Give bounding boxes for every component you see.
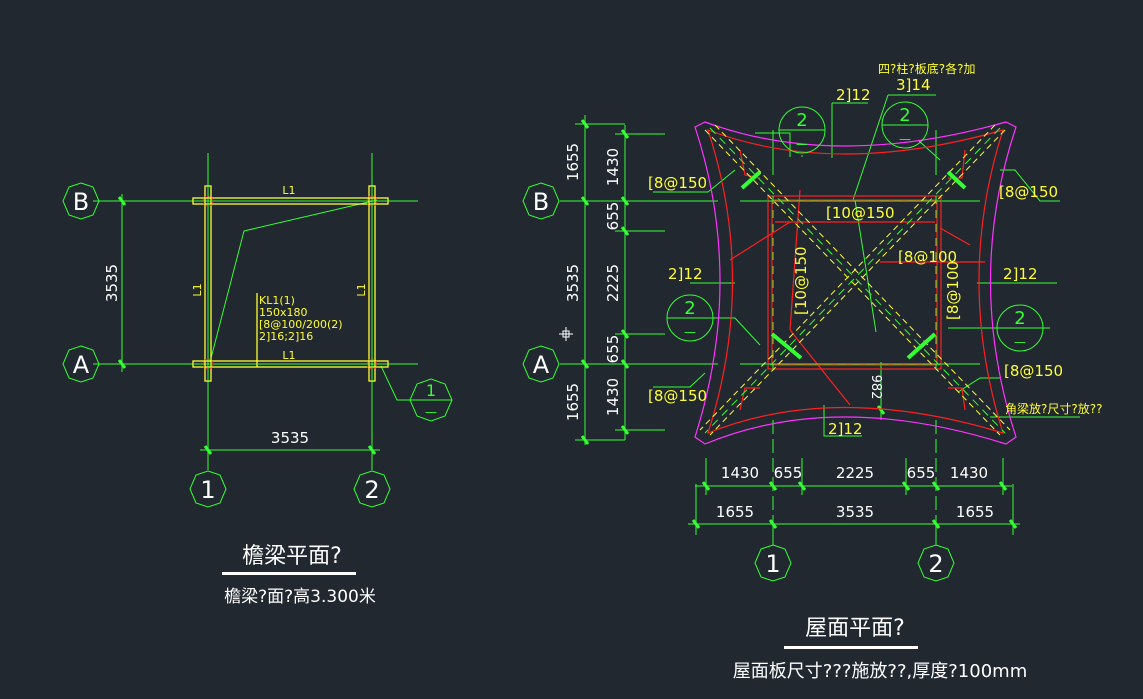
axis-label-1: 1 — [200, 476, 215, 504]
beam-annotation-line: KL1(1) — [259, 294, 295, 307]
beam-annotation-line: 150x180 — [259, 306, 308, 319]
dim-v-outer: 3535 — [564, 264, 582, 302]
axis-label-1: 1 — [765, 550, 780, 578]
dim-v-inner: 655 — [604, 202, 622, 231]
rebar-inner — [729, 149, 985, 411]
corner-note: 角梁放?尺寸?放?? — [1005, 401, 1102, 416]
dim-h-inner: 655 — [774, 464, 803, 482]
beam-label-left: L1 — [191, 283, 204, 296]
section-number-1: 1 — [426, 381, 436, 400]
label-8-150-bl: [8@150 — [648, 387, 707, 405]
right-axis-bubbles — [522, 101, 1044, 582]
dim-h-outer: 3535 — [836, 503, 874, 521]
dim-h-outer: 1655 — [716, 503, 754, 521]
section-number-2: 2 — [796, 110, 807, 131]
dim-v-inner: 1430 — [604, 378, 622, 416]
section-bubble-1 — [409, 378, 453, 422]
left-beam-centers — [193, 186, 388, 381]
axis-label-a: A — [533, 351, 550, 379]
dim-v-outer: 1655 — [564, 143, 582, 181]
beam-label-right: L1 — [355, 283, 368, 296]
diagonal-centers — [704, 127, 1006, 434]
axis-label-a: A — [73, 351, 90, 379]
section-numbers: 2 — 2 — 2 — 2 — — [684, 105, 1026, 349]
right-title-underline — [784, 646, 918, 649]
label-8-150-tr: [8@150 — [999, 183, 1058, 201]
right-subtitle: 屋面板尺寸???施放??,厚度?100mm — [733, 661, 1027, 682]
section-number-2: 2 — [899, 105, 910, 126]
label-8-150-br: [8@150 — [1004, 362, 1063, 380]
axis-bubble-a — [522, 345, 560, 383]
label-10-150-left: [10@150 — [792, 246, 810, 315]
dim-v-inner: 2225 — [604, 264, 622, 302]
beam-label-top: L1 — [282, 184, 295, 197]
label-2-12-left: 2]12 — [668, 265, 702, 283]
axis-label-2: 2 — [928, 550, 943, 578]
dim-h-outer: 1655 — [956, 503, 994, 521]
right-dims-vertical: 1655 3535 1655 1430 655 2225 655 1430 — [564, 143, 622, 421]
axis-label-b: B — [73, 188, 89, 216]
label-10-150-top: [10@150 — [826, 204, 895, 222]
left-dim-vertical: 3535 — [103, 264, 121, 302]
right-dims-horizontal: 1430 655 2225 655 1430 1655 3535 1655 98… — [716, 375, 994, 521]
axis-bubble-a — [62, 345, 100, 383]
axis-bubble-1 — [189, 470, 227, 508]
section-sub-2: — — [684, 325, 696, 339]
beam-annotation-line: 2]16;2]16 — [259, 330, 313, 343]
section-sub-2: — — [796, 137, 808, 151]
axis-bubble-2 — [353, 470, 391, 508]
beam-annotation: KL1(1) 150x180 [8@100/200(2) 2]16;2]16 — [259, 294, 343, 343]
label-2-12-right: 2]12 — [1003, 265, 1037, 283]
left-axis-bubbles — [62, 182, 453, 508]
dim-982: 982 — [868, 375, 883, 400]
left-subtitle: 檐梁?面?高3.300米 — [224, 587, 376, 607]
axis-label-2: 2 — [364, 476, 379, 504]
label-8-150-tl: [8@150 — [648, 174, 707, 192]
dim-h-inner: 1430 — [950, 464, 988, 482]
label-2-12-bottom: 2]12 — [828, 420, 862, 438]
section-sub-2: — — [899, 132, 911, 146]
label-2-12-top: 2]12 — [836, 86, 870, 104]
beam-label-bottom: L1 — [282, 349, 295, 362]
axis-bubble-1 — [754, 544, 792, 582]
section-number-2: 2 — [1014, 308, 1025, 329]
left-plan: B A 1 2 1 — 3535 3535 L1 L1 L1 L1 KL1(1)… — [62, 153, 453, 607]
axis-bubble-b — [522, 182, 560, 220]
axis-bubble-b — [62, 182, 100, 220]
beam-annotation-line: [8@100/200(2) — [259, 318, 343, 331]
rebar-labels: 四?柱?板底?各?加 3]14 2]12 2]12 2]12 2]12 [8@1… — [648, 61, 1102, 438]
left-title-underline — [222, 572, 356, 575]
right-plan: B A 1 2 2 — 2 — 2 — 2 — 1655 3535 1655 1… — [522, 61, 1102, 682]
section-number-2: 2 — [684, 298, 695, 319]
right-title: 屋面平面? — [805, 616, 905, 641]
label-8-100-center: [8@100 — [898, 248, 957, 266]
dim-v-inner: 1430 — [604, 148, 622, 186]
dim-v-outer: 1655 — [564, 383, 582, 421]
dim-h-inner: 1430 — [721, 464, 759, 482]
right-axis-lines — [560, 94, 1080, 545]
label-8-100-right: [8@100 — [944, 261, 962, 320]
dim-v-inner: 655 — [604, 335, 622, 364]
left-dim-horizontal: 3535 — [271, 429, 309, 447]
rebar-outer — [707, 128, 1004, 435]
section-cuts — [740, 170, 967, 360]
slab-edge — [694, 121, 1017, 445]
label-3-14: 3]14 — [896, 76, 930, 94]
dim-h-inner: 655 — [907, 464, 936, 482]
axis-label-b: B — [533, 188, 549, 216]
left-title: 檐梁平面? — [242, 544, 342, 569]
right-dim-ticks — [580, 119, 1018, 529]
section-sub-2: — — [1014, 335, 1026, 349]
crosshair-cursor-icon — [559, 327, 573, 341]
left-dim-ticks — [117, 196, 377, 455]
left-columns — [202, 195, 378, 370]
axis-bubble-2 — [917, 544, 955, 582]
diagonal-beams — [699, 124, 1011, 436]
top-note: 四?柱?板底?各?加 — [878, 61, 975, 76]
section-sub-1: — — [425, 405, 437, 419]
dim-h-inner: 2225 — [836, 464, 874, 482]
